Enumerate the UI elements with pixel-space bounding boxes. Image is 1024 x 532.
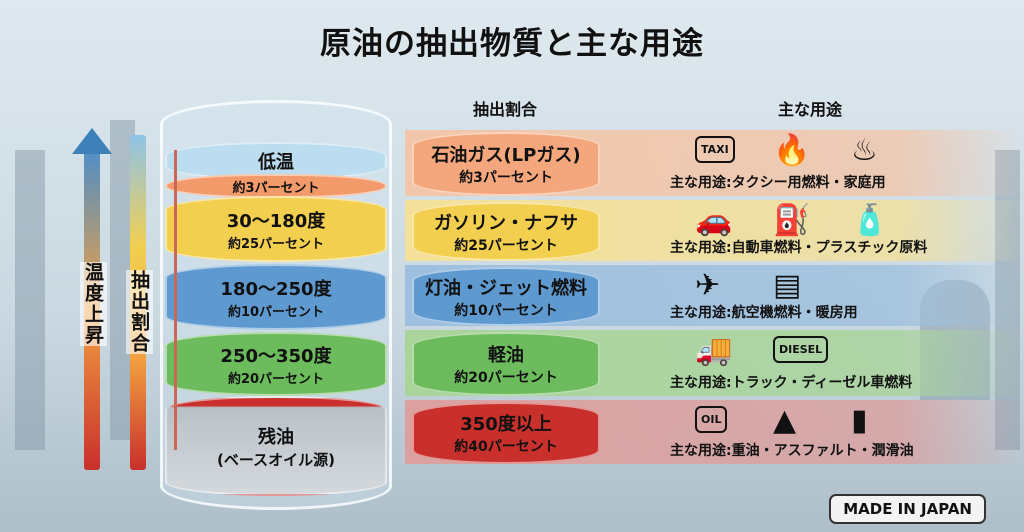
use-icon: ▤	[773, 268, 802, 303]
fraction-pct: 約10パーセント	[454, 302, 558, 319]
fraction-cylinder: 350度以上 約40パーセント	[412, 402, 600, 464]
use-icon: TAXI	[695, 136, 735, 163]
fraction-use: 主な用途:タクシー用燃料・家庭用	[670, 175, 886, 191]
layer-180-250: 180〜250度約10パーセント	[165, 264, 387, 330]
layer-name: 250〜350度	[220, 345, 332, 367]
use-icon: ♨	[851, 133, 878, 168]
page-title: 原油の抽出物質と主な用途	[320, 26, 704, 62]
layer-pct: (ベースオイル源)	[217, 450, 335, 469]
header-extraction: 抽出割合	[472, 100, 537, 119]
use-icon: 🚚	[695, 333, 733, 368]
fraction-name: 軽油	[488, 345, 524, 366]
fraction-pct: 約20パーセント	[454, 370, 558, 386]
fraction-use: 主な用途:トラック・ディーゼル車燃料	[670, 375, 913, 391]
fraction-cylinder: ガソリン・ナフサ 約25パーセント	[412, 202, 600, 261]
layer-pct: 約25パーセント	[227, 236, 325, 252]
header-uses: 主な用途	[777, 100, 842, 119]
fraction-pct: 約40パーセント	[454, 439, 558, 455]
fraction-cylinder: 石油ガス(LPガス) 約3パーセント	[412, 132, 600, 196]
use-icon: ▮	[851, 403, 868, 438]
made-in-japan-badge: MADE IN JAPAN	[829, 494, 986, 524]
use-icon: 🚗	[695, 203, 733, 238]
refinery-tower-left	[15, 150, 45, 450]
fraction-use: 主な用途:自動車燃料・プラスチック原料	[670, 240, 928, 256]
fraction-name: 灯油・ジェット燃料	[425, 277, 587, 299]
fraction-name: 350度以上	[460, 414, 552, 435]
use-icon: 🔥	[773, 133, 811, 168]
fraction-cylinder: 灯油・ジェット燃料 約10パーセント	[412, 267, 600, 326]
layer-name: 180〜250度	[220, 278, 332, 300]
use-icon: ✈	[695, 268, 721, 303]
layer-name: 残油	[258, 426, 294, 448]
use-icon: ▲	[773, 403, 797, 438]
fraction-pct: 約3パーセント	[459, 170, 553, 186]
temperature-label: 温度上昇	[80, 262, 107, 346]
arrow-head-icon	[72, 128, 112, 154]
layer-residue: 残油 (ベースオイル源)	[165, 396, 387, 496]
layer-250-350: 250〜350度約20パーセント	[165, 332, 387, 396]
fraction-use: 主な用途:航空機燃料・暖房用	[670, 305, 858, 321]
fraction-pct: 約25パーセント	[454, 237, 558, 254]
fraction-name: ガソリン・ナフサ	[434, 212, 578, 234]
fraction-use: 主な用途:重油・アスファルト・潤滑油	[670, 443, 914, 459]
use-icon: DIESEL	[773, 336, 829, 363]
use-icon: OIL	[695, 406, 728, 433]
extraction-label: 抽出割合	[126, 270, 153, 354]
fraction-name: 石油ガス(LPガス)	[431, 145, 581, 166]
layer-pct: 約10パーセント	[227, 304, 325, 320]
fraction-cylinder: 軽油 約20パーセント	[412, 332, 600, 396]
layer-name: 低温	[258, 152, 294, 173]
layer-pct: 約3パーセント	[232, 180, 320, 196]
layer-name: 30〜180度	[226, 210, 326, 232]
layer-3pct: 約3パーセント	[165, 174, 387, 198]
layer-pct: 約20パーセント	[227, 371, 325, 387]
down-arrow	[174, 150, 177, 450]
use-icon: 🧴	[851, 203, 889, 238]
use-icon: ⛽	[773, 203, 811, 238]
layer-30-180: 30〜180度約25パーセント	[165, 196, 387, 262]
